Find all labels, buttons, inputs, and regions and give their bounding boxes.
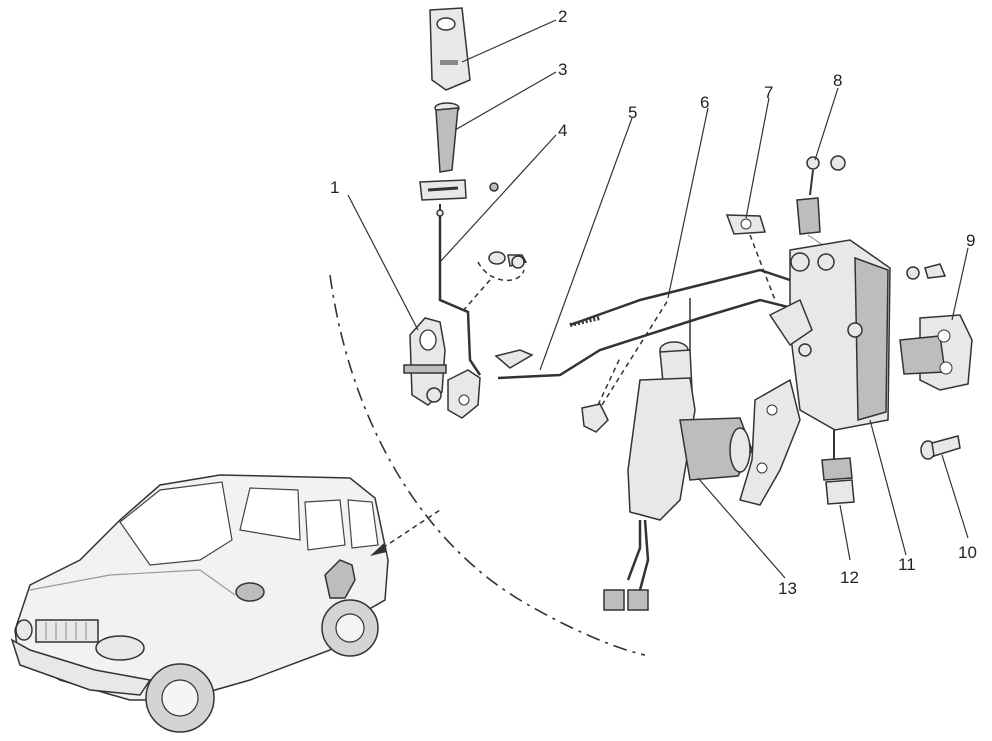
- section-boundary-arc: [329, 274, 646, 656]
- car-illustration: [10, 474, 441, 733]
- callout-1: 1: [330, 178, 339, 197]
- callout-13: 13: [778, 579, 797, 598]
- callout-2: 2: [558, 7, 567, 26]
- part-2-key: [429, 7, 471, 91]
- callout-7: 7: [764, 83, 773, 102]
- part-8-fitting: [796, 155, 846, 251]
- part-1-lever: [403, 317, 481, 419]
- callout-5: 5: [628, 103, 637, 122]
- part-10-screw: [920, 435, 961, 460]
- part-9-striker: [899, 263, 973, 391]
- part-6-rod: [569, 268, 791, 327]
- callout-10: 10: [958, 543, 977, 562]
- callout-6: 6: [700, 93, 709, 112]
- callout-8: 8: [833, 71, 842, 90]
- callout-3: 3: [558, 60, 567, 79]
- part-3-lock-cylinder: [419, 102, 499, 215]
- part-7-clip: [725, 214, 776, 301]
- leader-lines: [347, 19, 969, 579]
- callout-9: 9: [966, 231, 975, 250]
- callout-11: 11: [898, 555, 916, 574]
- part-13-actuator: [603, 298, 753, 611]
- callout-4: 4: [558, 121, 567, 140]
- part-12-switch: [821, 430, 855, 505]
- part-4-rod: [436, 209, 528, 376]
- part-5-rod: [494, 298, 801, 380]
- callout-labels: 1 2 3 4 5 6 7 8 9 10 11 12 13: [330, 7, 977, 598]
- part-11-lock-body: [739, 239, 891, 506]
- callout-12: 12: [840, 568, 859, 587]
- rod-clip: [581, 299, 669, 433]
